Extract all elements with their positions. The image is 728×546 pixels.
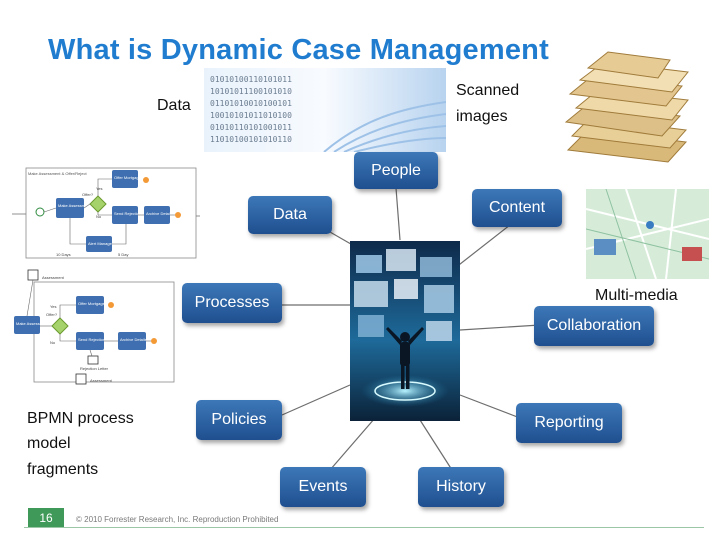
central-dashboard-image	[350, 241, 460, 421]
node-policies: Policies	[196, 400, 282, 440]
bpmn-top-five-day: 5 Day	[118, 252, 128, 257]
bpmn-bottom-send-rejection: Send Rejection	[78, 337, 105, 342]
multimedia-label: Multi-media	[595, 287, 678, 304]
connector-people	[395, 187, 401, 241]
bpmn-top-archive-details: Archive Details	[146, 211, 173, 216]
data-image-label: Data	[157, 97, 191, 114]
bpmn-fragment-top: Make Assessment & Offer/Reject Make Asse…	[12, 167, 200, 259]
connector-content	[454, 224, 511, 269]
scanned-images-label-line2: images	[456, 108, 508, 125]
bpmn-bottom-assessment-bottom: Assessment	[90, 378, 113, 383]
connector-history	[419, 419, 453, 471]
node-people: People	[354, 152, 438, 189]
bpmn-top-header: Make Assessment & Offer/Reject	[28, 171, 88, 176]
bpmn-bottom-no: No	[50, 340, 56, 345]
bpmn-bottom-offer: Offer?	[46, 312, 58, 317]
bpmn-fragment-bottom: Assessment Make Assessment Offer? Yes No…	[14, 269, 175, 385]
footer-divider	[24, 527, 704, 528]
bpmn-bottom-yes: Yes	[50, 304, 57, 309]
bpmn-top-no: No	[96, 214, 102, 219]
node-content: Content	[472, 189, 562, 227]
node-reporting: Reporting	[516, 403, 622, 443]
bpmn-top-alert-manager: Alert Manager	[88, 241, 114, 246]
bpmn-top-send-rejection: Send Rejection	[114, 211, 141, 216]
slide-title: What is Dynamic Case Management	[48, 34, 549, 66]
bpmn-label-line2: model	[27, 435, 71, 452]
bpmn-top-make-assessment: Make Assessment	[58, 203, 91, 208]
scanned-images-label-line1: Scanned	[456, 82, 520, 99]
connector-events	[329, 417, 376, 471]
svg-text:01101010010100101: 01101010010100101	[210, 99, 292, 108]
bpmn-top-offer: Offer?	[82, 192, 94, 197]
bpmn-bottom-rejection-letter: Rejection Letter	[80, 366, 109, 371]
node-events: Events	[280, 467, 366, 507]
svg-text:01010100110101011: 01010100110101011	[210, 75, 292, 84]
node-processes: Processes	[182, 283, 282, 323]
bpmn-top-yes: Yes	[96, 186, 103, 191]
bpmn-top-ten-days: 10 Days	[56, 252, 71, 257]
page-number: 16	[28, 508, 64, 527]
svg-text:01010110101001011: 01010110101001011	[210, 123, 292, 132]
connector-collaboration	[459, 324, 541, 331]
connector-reporting	[459, 394, 521, 419]
svg-text:11010100101010110: 11010100101010110	[210, 135, 292, 144]
bpmn-bottom-offer-mortgage: Offer Mortgage	[78, 301, 106, 306]
multimedia-map-image	[586, 189, 709, 279]
node-data: Data	[248, 196, 332, 234]
bpmn-top-offer-mortgage: Offer Mortgage	[114, 175, 142, 180]
node-collaboration: Collaboration	[534, 306, 654, 346]
bpmn-label-line1: BPMN process	[27, 410, 134, 427]
bpmn-bottom-make-assessment: Make Assessment	[16, 321, 49, 326]
copyright-notice: © 2010 Forrester Research, Inc. Reproduc…	[76, 515, 279, 524]
svg-text:10101011100101010: 10101011100101010	[210, 87, 292, 96]
bpmn-bottom-archive-details: Archive Details	[120, 337, 147, 342]
bpmn-label-line3: fragments	[27, 461, 99, 478]
binary-data-image: 01010100110101011 10101011100101010 0110…	[204, 68, 446, 152]
scanned-documents-image	[564, 51, 689, 163]
connector-policies	[281, 384, 351, 416]
bpmn-bottom-assessment-top: Assessment	[42, 275, 65, 280]
svg-text:10010101011010100: 10010101011010100	[210, 111, 292, 120]
node-history: History	[418, 467, 504, 507]
